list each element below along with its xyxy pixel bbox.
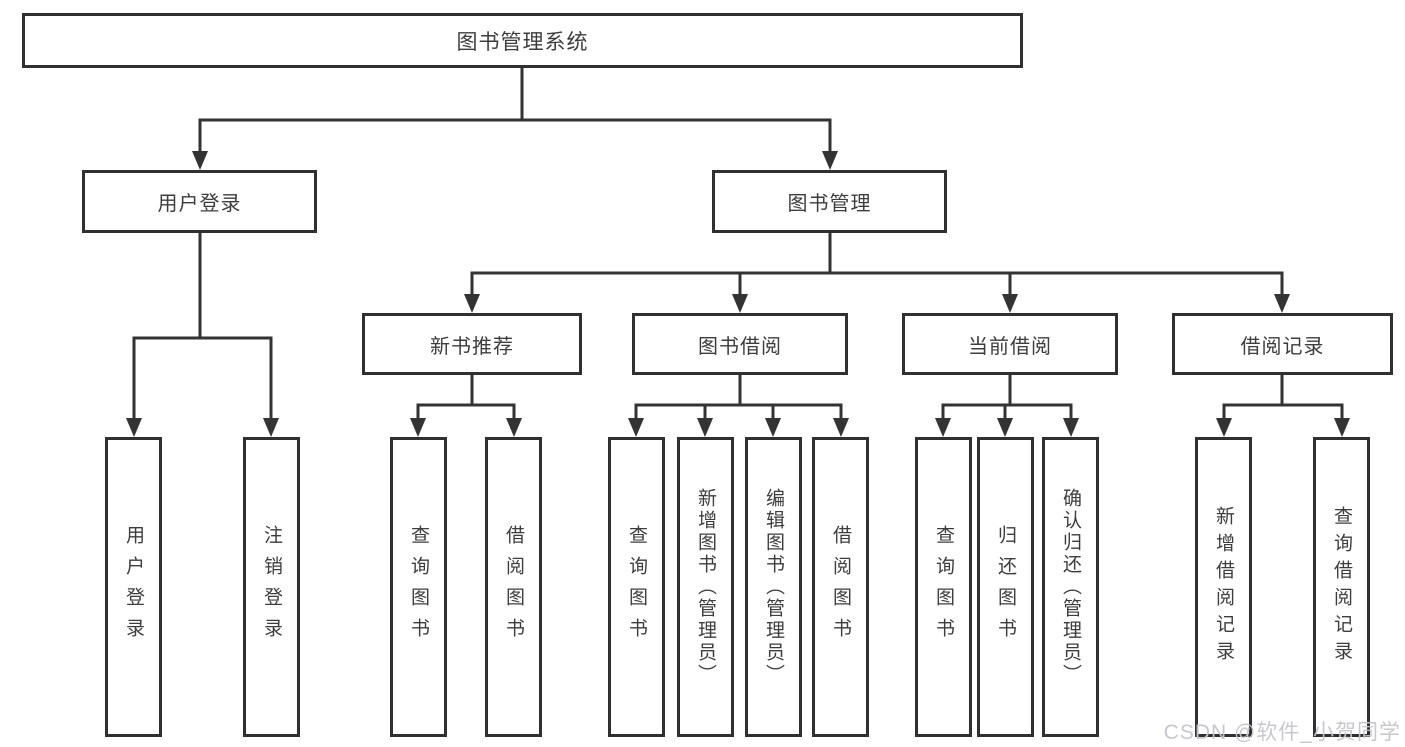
node-label: 确认归还（管理员） xyxy=(1060,488,1081,686)
leaf-query-borrow-record: 查询借阅记录 xyxy=(1313,437,1370,737)
leaf-logout: 注销登录 xyxy=(243,437,300,737)
node-label: 新增图书（管理员） xyxy=(695,488,716,686)
leaf-query-books-recommend: 查询图书 xyxy=(390,437,447,737)
node-label: 查询图书 xyxy=(933,525,954,649)
leaf-query-books-current: 查询图书 xyxy=(915,437,972,737)
node-borrow-records: 借阅记录 xyxy=(1172,313,1393,375)
node-label: 用户登录 xyxy=(157,193,242,215)
node-label: 用户登录 xyxy=(123,525,144,649)
node-new-book-recommend: 新书推荐 xyxy=(362,313,582,375)
node-book-borrow: 图书借阅 xyxy=(632,313,848,375)
leaf-confirm-return-admin: 确认归还（管理员） xyxy=(1042,437,1099,737)
node-label: 新书推荐 xyxy=(430,335,514,358)
node-label: 注销登录 xyxy=(261,525,282,649)
leaf-query-books-borrow: 查询图书 xyxy=(608,437,665,737)
node-label: 查询图书 xyxy=(626,525,647,649)
arrowheads xyxy=(126,151,1350,437)
leaf-add-books-admin: 新增图书（管理员） xyxy=(677,437,734,737)
node-system-root: 图书管理系统 xyxy=(22,13,1023,68)
node-user-login: 用户登录 xyxy=(82,170,317,233)
node-current-borrow: 当前借阅 xyxy=(902,313,1118,375)
node-label: 图书管理系统 xyxy=(456,30,589,54)
node-label: 借阅记录 xyxy=(1240,335,1325,358)
leaf-edit-books-admin: 编辑图书（管理员） xyxy=(745,437,802,737)
node-label: 图书借阅 xyxy=(698,335,782,358)
node-label: 借阅图书 xyxy=(503,525,524,649)
node-label: 图书管理 xyxy=(787,193,872,215)
node-label: 新增借阅记录 xyxy=(1213,506,1234,668)
node-label: 编辑图书（管理员） xyxy=(763,488,784,686)
node-label: 借阅图书 xyxy=(830,525,851,649)
leaf-add-borrow-record: 新增借阅记录 xyxy=(1195,437,1252,737)
csdn-watermark: CSDN @软件_小贺同学 xyxy=(1163,721,1401,744)
node-label: 归还图书 xyxy=(995,525,1016,649)
leaf-return-books: 归还图书 xyxy=(977,437,1034,737)
node-label: 查询图书 xyxy=(408,525,429,649)
node-label: 查询借阅记录 xyxy=(1331,506,1352,668)
node-book-management: 图书管理 xyxy=(712,170,947,233)
leaf-borrow-books-recommend: 借阅图书 xyxy=(485,437,542,737)
leaf-user-login: 用户登录 xyxy=(105,437,162,737)
leaf-borrow-books: 借阅图书 xyxy=(812,437,869,737)
node-label: 当前借阅 xyxy=(968,335,1052,358)
